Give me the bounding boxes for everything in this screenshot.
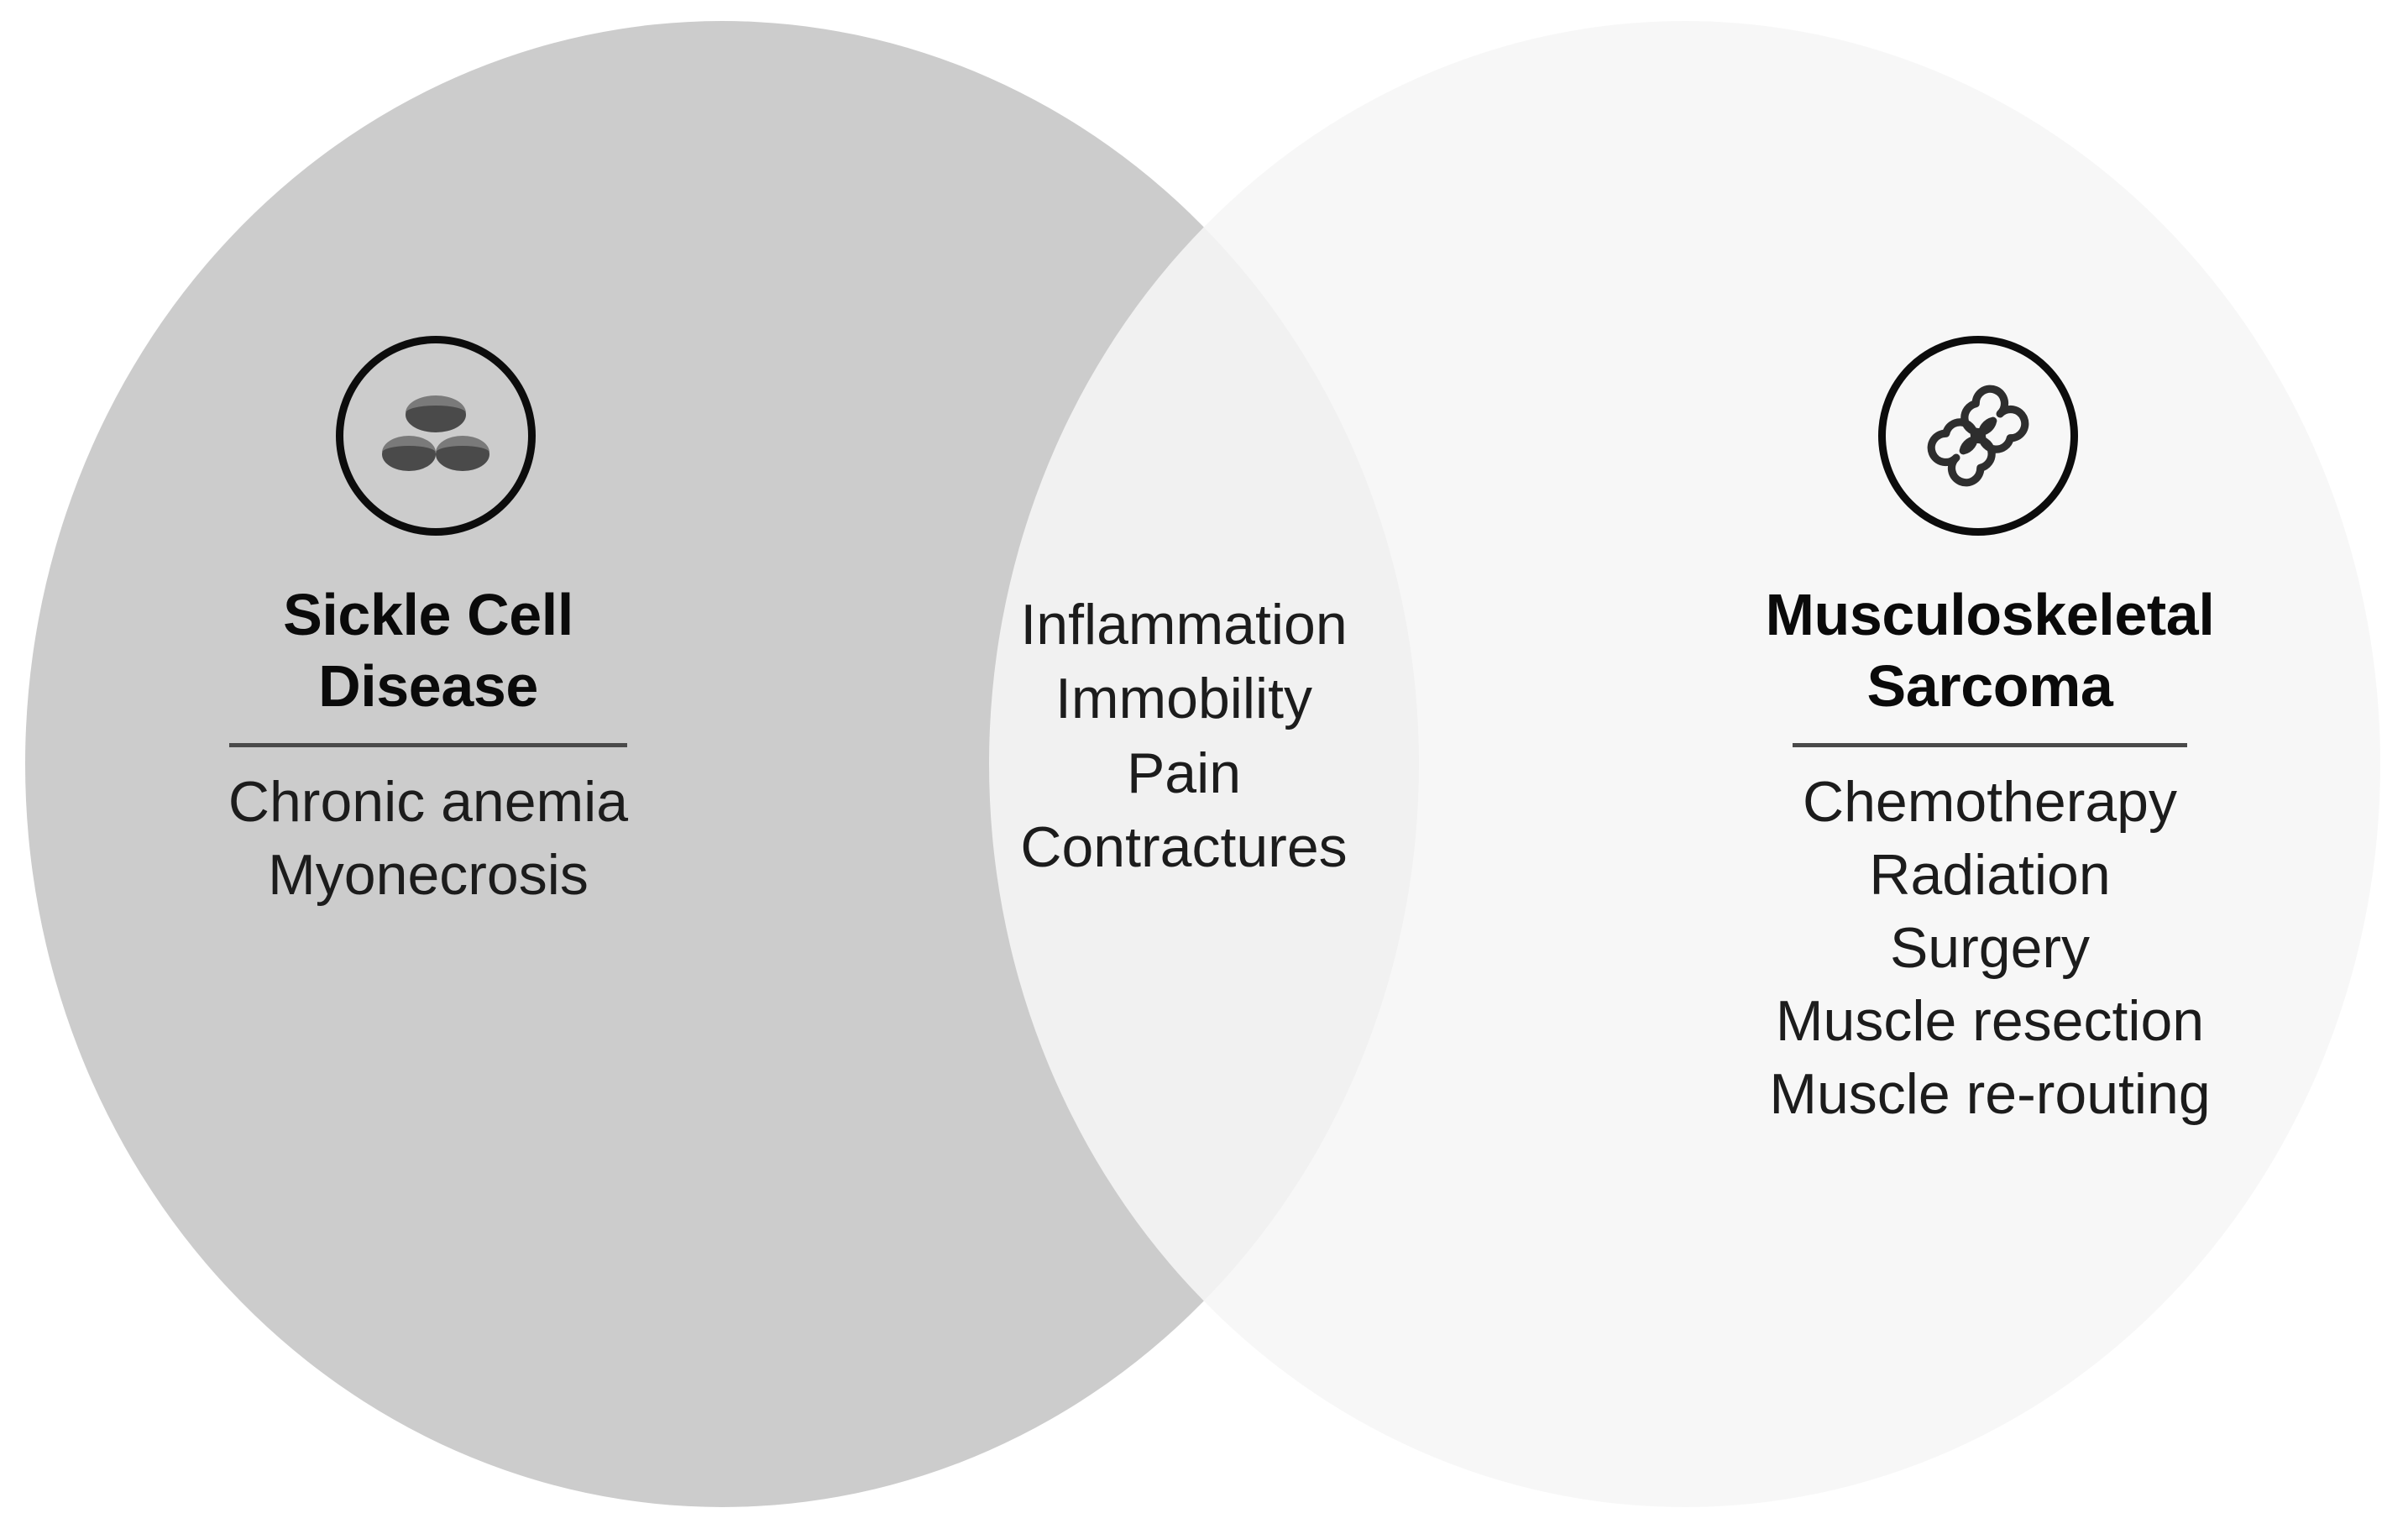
left-title-divider xyxy=(229,742,627,747)
list-item: Chronic anemia xyxy=(228,769,629,834)
left-text-column: Sickle Cell Disease Chronic anemia Myone… xyxy=(126,579,730,912)
right-text-column: Musculoskeletal Sarcoma Chemotherapy Rad… xyxy=(1671,579,2309,1131)
left-circle-title-line1: Sickle Cell xyxy=(283,582,573,647)
right-circle-title-line2: Sarcoma xyxy=(1866,653,2113,720)
overlap-item-list: Inflammation Immobility Pain Contracture… xyxy=(949,588,1419,885)
list-item: Immobility xyxy=(1055,667,1313,731)
bone-icon-badge xyxy=(1878,336,2078,536)
list-item: Contractures xyxy=(1020,815,1348,880)
overlap-text-column: Inflammation Immobility Pain Contracture… xyxy=(949,588,1419,885)
bone-icon xyxy=(1923,380,2034,491)
list-item: Myonecrosis xyxy=(268,842,589,907)
right-circle-item-list: Chemotherapy Radiation Surgery Muscle re… xyxy=(1671,766,2309,1131)
list-item: Muscle resection xyxy=(1775,988,2205,1053)
right-circle-title: Musculoskeletal Sarcoma xyxy=(1671,579,2309,723)
list-item: Chemotherapy xyxy=(1802,769,2178,834)
blood-cells-icon-badge xyxy=(336,336,536,536)
left-circle-item-list: Chronic anemia Myonecrosis xyxy=(126,766,730,912)
blood-cells-icon xyxy=(382,394,489,478)
right-circle-title-line1: Musculoskeletal xyxy=(1765,582,2215,647)
left-circle-title-line2: Disease xyxy=(318,653,538,720)
list-item: Muscle re-routing xyxy=(1769,1061,2211,1126)
right-title-divider xyxy=(1793,742,2187,747)
list-item: Inflammation xyxy=(1020,593,1348,657)
list-item: Pain xyxy=(1126,741,1242,805)
list-item: Radiation xyxy=(1869,842,2111,907)
left-circle-title: Sickle Cell Disease xyxy=(126,579,730,723)
venn-circle-right-musculoskeletal-sarcoma xyxy=(989,21,2380,1507)
list-item: Surgery xyxy=(1889,915,2091,980)
